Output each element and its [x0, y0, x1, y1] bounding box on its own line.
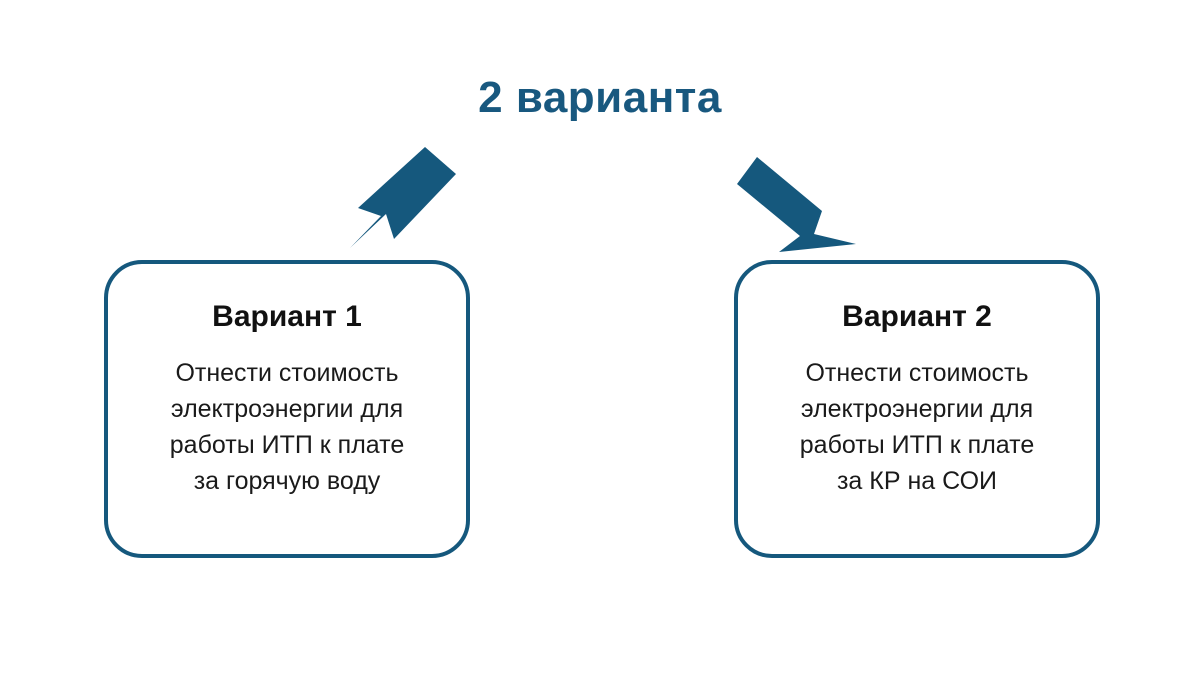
- arrow-to-option-1-icon: [350, 147, 456, 248]
- option-1-body: Отнести стоимость электроэнергии для раб…: [169, 358, 405, 495]
- page-title: 2 варианта: [478, 73, 722, 122]
- arrow-to-option-2-icon: [737, 157, 856, 252]
- option-card-1[interactable]: Вариант 1 Отнести стоимость электроэнерг…: [104, 260, 470, 558]
- option-card-2[interactable]: Вариант 2 Отнести стоимость электроэнерг…: [734, 260, 1100, 558]
- option-1-heading: Вариант 1: [212, 300, 362, 333]
- option-2-heading: Вариант 2: [842, 300, 992, 333]
- option-2-body: Отнести стоимость электроэнергии для раб…: [799, 358, 1035, 495]
